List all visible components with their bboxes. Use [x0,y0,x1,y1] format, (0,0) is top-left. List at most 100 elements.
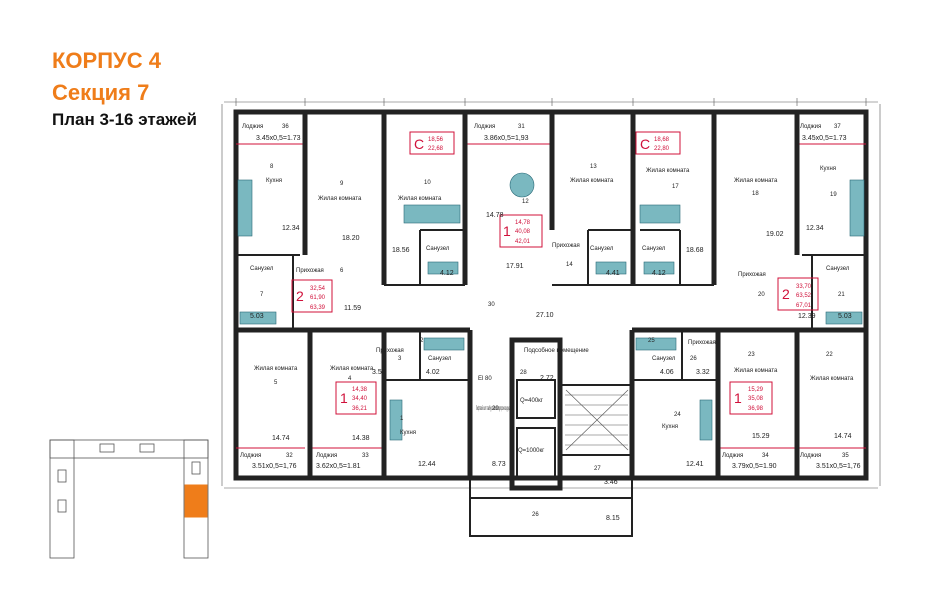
room-28-num: 28 [520,370,527,376]
room-26b-area: 3.32 [696,369,710,376]
room-21-area: 5.03 [838,313,852,320]
room-30-area: 27.10 [536,312,554,319]
room-12-num: 12 [522,199,529,205]
badge-2left-total: 61,90 [310,295,326,301]
room-14-area: 17.91 [506,263,524,270]
badge-2right-total: 63,52 [796,293,812,299]
badge-1left-living: 14,38 [352,387,368,393]
apartment-badges [291,131,819,415]
badge-c1-living: 18,56 [428,137,444,143]
loggia-37-num: 37 [834,124,841,130]
room-12-area: 14.78 [486,212,504,219]
badge-1top-loggia: 42,01 [515,239,531,245]
room-24-num: 24 [674,412,681,418]
room-10-name: Жилая комната [398,196,442,202]
badge-2left-living: 32,54 [310,286,326,292]
room-20-num: 20 [758,292,765,298]
loggia-32-label: Лоджия [240,453,261,459]
room-14-name: Прихожая [552,243,580,249]
loggia-31-formula: 3.86х0,5=1,93 [484,135,529,142]
room-26-area: 8.15 [606,515,620,522]
loggia-34-label: Лоджия [722,453,743,459]
room-4-name: Жилая комната [330,366,374,372]
room-21-num: 21 [838,292,845,298]
room-1-name: Кухня [400,430,416,436]
room-8-area: 12.34 [282,225,300,232]
room-27-area: 3.46 [604,479,618,486]
badge-1right-type: 1 [734,390,742,406]
room-5-name: Жилая комната [254,366,298,372]
loggia-35-label: Лоджия [800,453,821,459]
badge-2left-loggia: 63,39 [310,305,326,311]
badge-1top-type: 1 [503,223,511,239]
room-10-num: 10 [424,180,431,186]
room-30-num: 30 [488,302,495,308]
badge-2right-type: 2 [782,286,790,302]
room-2-num: 2 [420,338,424,344]
room-5-num: 5 [274,380,278,386]
room-20-name: Прихожая [738,272,766,278]
room-21-name: Санузел [826,266,850,272]
loggia-33-formula: 3.62х0,5=1.81 [316,463,361,470]
room-9-area: 18.20 [342,235,360,242]
room-3-name: Прихожая [376,348,404,354]
badge-1left-type: 1 [340,390,348,406]
room-25-area: 4.06 [660,369,674,376]
badge-c1-type: С [414,136,424,152]
badge-1top-living: 14,78 [515,220,531,226]
loggia-36-formula: 3.45х0,5=1.73 [256,135,301,142]
room-19-num: 19 [830,192,837,198]
room-1-area: 12.44 [418,461,436,468]
room-6-num: 6 [340,268,344,274]
room-25-name: Санузел [652,356,676,362]
room-24-area: 12.41 [686,461,704,468]
loggia-36-label: Лоджия [242,124,263,130]
loggia-35-num: 35 [842,453,849,459]
loggia-37-label: Лоджия [800,124,821,130]
room-16-area: 4.12 [652,270,666,277]
loggia-33-label: Лоджия [316,453,337,459]
badge-2right-living: 33,70 [796,284,812,290]
room-19-area: 12.34 [806,225,824,232]
badge-c1-total: 22,68 [428,146,444,152]
room-8-name: Кухня [266,178,282,184]
elevation-mark: El 80 [478,376,492,382]
room-7-area: 5.03 [250,313,264,320]
room-11-name: Санузел [426,246,450,252]
loggia-37-formula: 3.45х0,5=1.73 [802,135,847,142]
room-26b-num: 26 [690,356,697,362]
room-25-num: 25 [648,338,655,344]
room-22-area: 14.74 [834,433,852,440]
room-6-name: Прихожая [296,268,324,274]
room-23-area: 15.29 [752,433,770,440]
room-28-name: Подсобное помещение [524,348,589,354]
section-title: Секция 7 [52,80,150,105]
room-10-area: 18.56 [392,247,410,254]
badge-1right-living: 15,29 [748,387,764,393]
loggia-34-formula: 3.79х0,5=1.90 [732,463,777,470]
room-29-area: 8.73 [492,461,506,468]
lift-hall-note: Лифтовой холл тамбур шлюз с подпором воз… [476,405,510,412]
loggia-32-formula: 3.51х0,5=1,76 [252,463,297,470]
plan-title: План 3-16 этажей [52,110,197,129]
badge-1right-total: 35,08 [748,396,764,402]
room-6-area: 11.59 [344,305,361,312]
fixtures [237,172,865,441]
room-3-num: 3 [398,356,402,362]
room-9-num: 9 [340,181,344,187]
badge-2left-type: 2 [296,288,304,304]
badge-1left-total: 34,40 [352,396,368,402]
loggia-33-num: 33 [362,453,369,459]
room-22-name: Жилая комната [810,376,854,382]
badge-1right-loggia: 36,98 [748,406,764,412]
loggia-lines [236,143,866,449]
current-section-highlight [184,484,208,518]
room-2-name: Санузел [428,356,452,362]
building-title: КОРПУС 4 [52,48,161,73]
room-26b-name: Прихожая [688,340,716,346]
room-23-name: Жилая комната [734,368,778,374]
room-15-name: Санузел [590,246,614,252]
loggia-35-formula: 3.51х0,5=1,76 [816,463,861,470]
